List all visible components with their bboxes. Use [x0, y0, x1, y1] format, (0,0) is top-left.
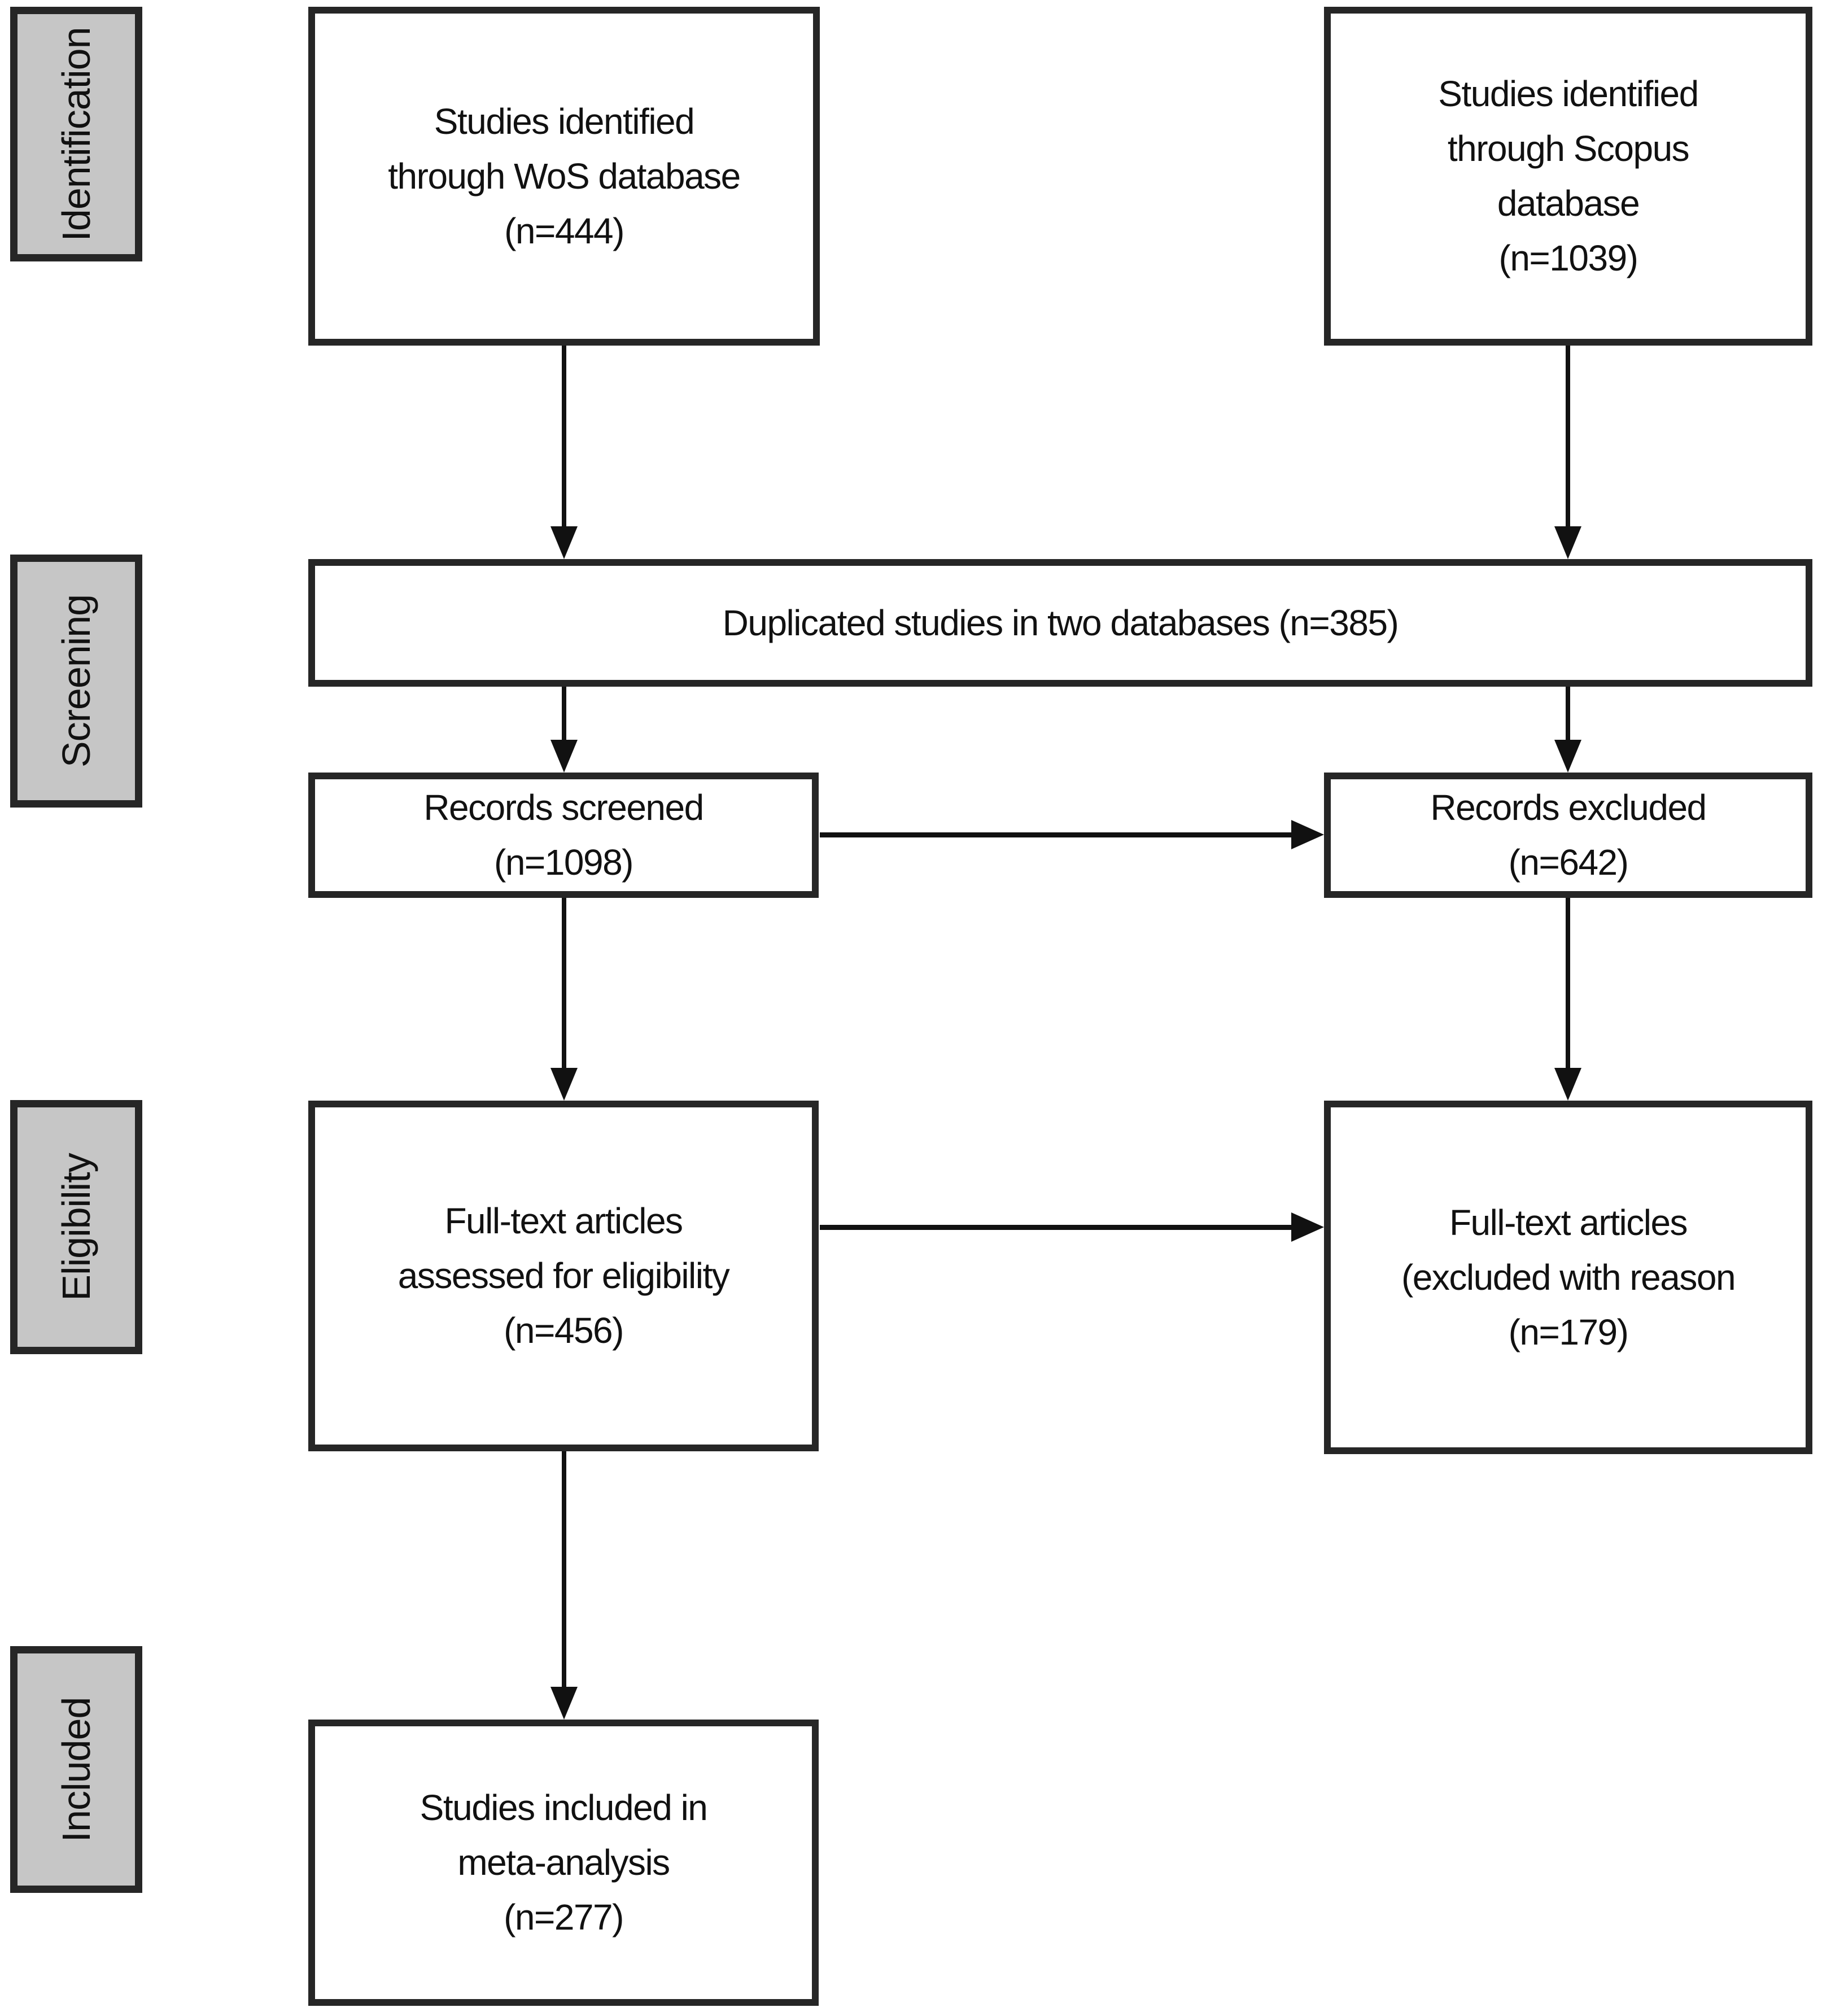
node-scopus-identified: Studies identified through Scopus databa…	[1324, 7, 1812, 346]
node-duplicated-studies-label: Duplicated studies in two databases (n=3…	[722, 602, 1399, 643]
arrow-assessed-to-excluded-head	[1291, 1212, 1324, 1242]
arrow-screened-to-excluded-head	[1291, 820, 1324, 849]
arrow-screened-to-fulltext-line	[562, 898, 566, 1068]
stage-eligibility-label: Eligibility	[54, 1153, 98, 1301]
stage-identification: Identification	[10, 7, 142, 261]
arrow-scopus-to-duplicated-head	[1554, 526, 1581, 559]
stage-included-label: Included	[54, 1697, 98, 1842]
stage-screening-label: Screening	[54, 594, 98, 768]
arrow-excluded-to-fulltext-excluded-line	[1566, 898, 1570, 1068]
arrow-duplicated-to-screened-head	[550, 740, 578, 773]
arrow-assessed-to-excluded-line	[820, 1225, 1292, 1230]
arrow-duplicated-to-excluded-line	[1566, 687, 1570, 740]
stage-screening: Screening	[10, 555, 142, 808]
arrow-wos-to-duplicated-line	[562, 346, 566, 526]
arrow-scopus-to-duplicated-line	[1566, 346, 1570, 526]
arrow-fulltext-to-included-line	[562, 1451, 566, 1687]
stage-eligibility: Eligibility	[10, 1100, 142, 1354]
node-wos-identified-label: Studies identified through WoS database …	[388, 101, 741, 251]
node-fulltext-excluded: Full-text articles (excluded with reason…	[1324, 1101, 1812, 1454]
arrow-screened-to-excluded-line	[820, 832, 1292, 837]
stage-identification-label: Identification	[54, 27, 98, 242]
node-fulltext-assessed: Full-text articles assessed for eligibil…	[308, 1101, 819, 1451]
node-fulltext-excluded-label: Full-text articles (excluded with reason…	[1401, 1202, 1736, 1352]
node-scopus-identified-label: Studies identified through Scopus databa…	[1438, 73, 1699, 278]
node-studies-included-label: Studies included in meta-analysis (n=277…	[420, 1787, 708, 1938]
node-records-excluded-label: Records excluded (n=642)	[1430, 787, 1707, 883]
arrow-excluded-to-fulltext-excluded-head	[1554, 1068, 1581, 1101]
node-records-screened: Records screened (n=1098)	[308, 773, 819, 898]
arrow-wos-to-duplicated-head	[550, 526, 578, 559]
arrow-screened-to-fulltext-head	[550, 1068, 578, 1101]
arrow-duplicated-to-excluded-head	[1554, 740, 1581, 773]
node-records-excluded: Records excluded (n=642)	[1324, 773, 1812, 898]
stage-included: Included	[10, 1646, 142, 1893]
arrow-fulltext-to-included-head	[550, 1687, 578, 1720]
node-fulltext-assessed-label: Full-text articles assessed for eligibil…	[397, 1201, 730, 1351]
node-studies-included: Studies included in meta-analysis (n=277…	[308, 1720, 819, 2006]
node-records-screened-label: Records screened (n=1098)	[423, 787, 704, 883]
node-wos-identified: Studies identified through WoS database …	[308, 7, 820, 346]
arrow-duplicated-to-screened-line	[562, 687, 566, 740]
node-duplicated-studies: Duplicated studies in two databases (n=3…	[308, 559, 1812, 687]
